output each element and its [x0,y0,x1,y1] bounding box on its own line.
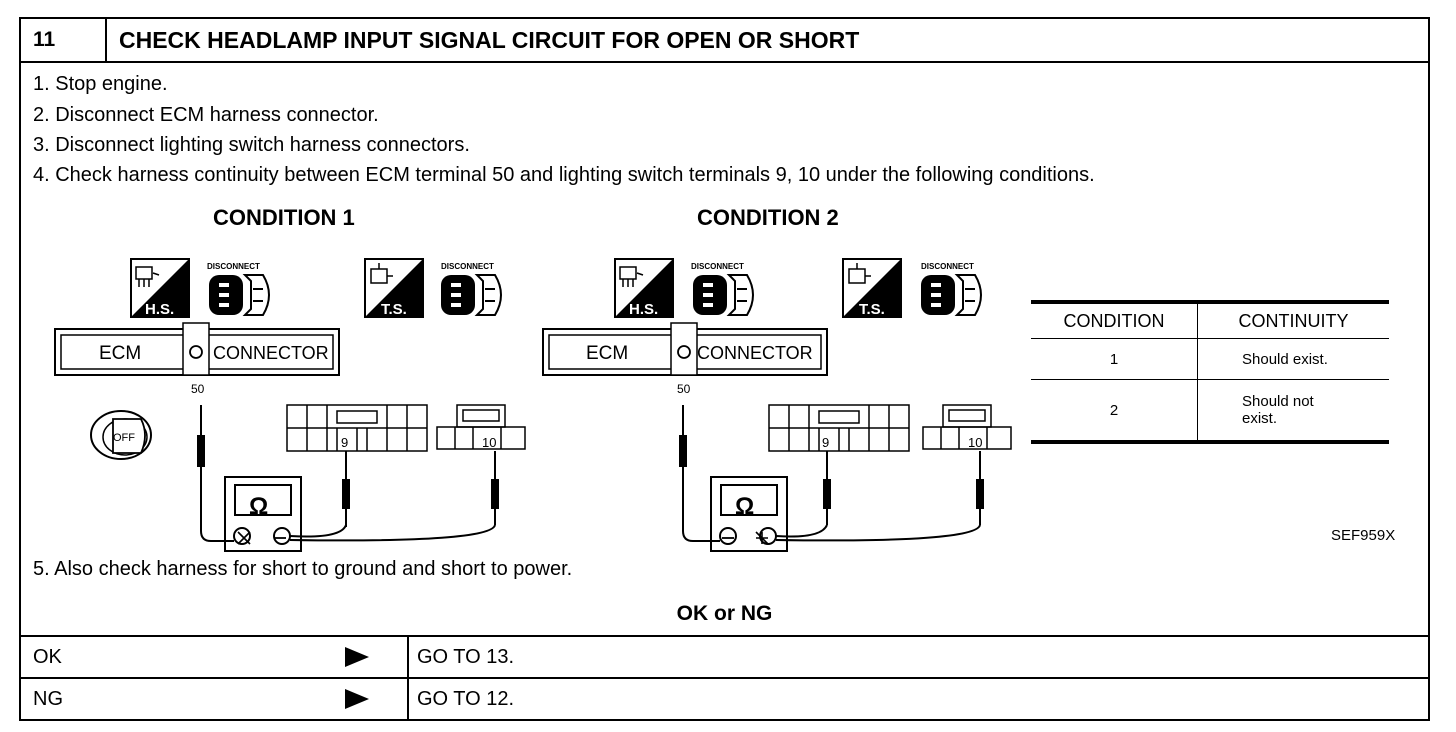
continuity-text: exist. [1242,410,1278,427]
meter-probes [679,405,984,545]
ecm-terminal-label: 50 [191,382,205,396]
hs-label: H.S. [629,301,658,318]
result-label: NG [33,688,63,710]
ignition-off-label: OFF [113,432,135,444]
disconnect-connector-icon [208,274,270,316]
ecm-label: ECM [586,343,628,364]
step-4: 4. Check harness continuity between ECM … [33,164,1095,186]
ts-label: T.S. [859,301,885,318]
disconnect-connector-icon [920,274,982,316]
condition-1-title: CONDITION 1 [213,205,355,230]
continuity-cell: Should exist. [1198,339,1389,379]
hs-label: H.S. [145,301,174,318]
connector-label: CONNECTOR [697,343,813,363]
procedure-header: 11 CHECK HEADLAMP INPUT SIGNAL CIRCUIT F… [21,19,1428,63]
result-action: GO TO 13. [417,646,515,668]
result-action: GO TO 12. [417,688,515,710]
disconnect-connector-icon [440,274,502,316]
ecm-terminal-label: 50 [677,382,691,396]
procedure-title: CHECK HEADLAMP INPUT SIGNAL CIRCUIT FOR … [119,27,860,53]
arrow-right-icon [345,689,369,709]
table-row: 2 Should not exist. [1031,379,1389,440]
ignition-key-off-icon [90,410,152,460]
disconnect-label: DISCONNECT [921,262,974,271]
continuity-text: Should exist. [1242,350,1328,368]
disconnect-label: DISCONNECT [207,262,260,271]
lighting-switch-connector-a [286,404,428,452]
ts-label: T.S. [381,301,407,318]
result-title: OK or NG [676,602,773,625]
step-5: 5. Also check harness for short to groun… [33,558,573,580]
column-header-continuity: CONTINUITY [1238,310,1349,331]
lighting-switch-connector-b [922,404,1012,450]
condition-2-title: CONDITION 2 [697,205,839,230]
terminal-10-label: 10 [482,435,496,450]
result-row-ok: OK GO TO 13. [21,635,1428,677]
lighting-switch-connector-b [436,404,526,450]
ecm-label: ECM [99,343,141,364]
ohm-symbol: Ω [735,493,754,520]
column-divider [407,679,409,719]
connector-label: CONNECTOR [213,343,329,363]
result-label: OK [33,646,62,668]
procedure-frame: 11 CHECK HEADLAMP INPUT SIGNAL CIRCUIT F… [19,17,1430,721]
continuity-text: Should not [1242,393,1314,410]
result-row-ng: NG GO TO 12. [21,677,1428,719]
step-number: 11 [21,19,107,61]
condition-cell: 1 [1031,339,1198,379]
terminal-9-label: 9 [822,435,829,450]
condition-continuity-table: CONDITION CONTINUITY 1 Should exist. 2 S… [1031,300,1389,444]
step-3: 3. Disconnect lighting switch harness co… [33,134,470,156]
table-header-row: CONDITION CONTINUITY [1031,304,1389,338]
arrow-right-icon [345,647,369,667]
lighting-switch-connector-a [768,404,910,452]
step-1: 1. Stop engine. [33,73,168,95]
continuity-diagram: H.S. DISCONNECT T.S. DISCONNECT H.S. DIS… [54,258,1012,552]
column-divider [407,637,409,677]
table-row: 1 Should exist. [1031,338,1389,379]
meter-probes [197,405,499,545]
figure-reference-code: SEF959X [1331,527,1396,544]
disconnect-label: DISCONNECT [691,262,744,271]
terminal-10-label: 10 [968,435,982,450]
terminal-9-label: 9 [341,435,348,450]
condition-cell: 2 [1031,380,1198,440]
continuity-cell: Should not exist. [1198,380,1389,440]
column-header-condition: CONDITION [1031,304,1198,338]
disconnect-connector-icon [692,274,754,316]
ohm-symbol: Ω [249,493,268,520]
step-2: 2. Disconnect ECM harness connector. [33,104,379,126]
disconnect-label: DISCONNECT [441,262,494,271]
